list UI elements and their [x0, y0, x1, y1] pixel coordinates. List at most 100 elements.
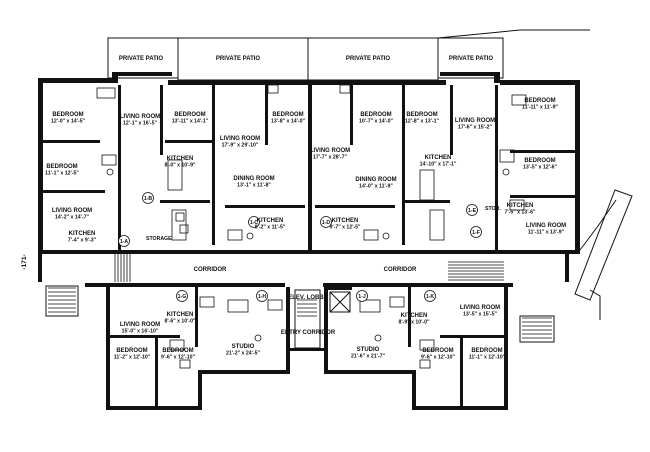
room-name: DINING ROOM	[355, 177, 396, 183]
unit-tag-circle	[320, 216, 332, 228]
patio-outlines	[107, 29, 590, 81]
room-name: BEDROOM	[524, 98, 555, 104]
room-dimensions: 12'-1" x 16'-5"	[123, 121, 157, 127]
patio-label: PRIVATE PATIO	[346, 56, 391, 62]
room-name: KITCHEN	[401, 313, 428, 319]
room-dimensions: 9'-7" x 12'-5"	[329, 225, 361, 231]
room-dimensions: 11'-2" x 12'-10"	[114, 355, 151, 361]
room-dimensions: 14'-2" x 14'-7"	[55, 215, 89, 221]
room-name: BEDROOM	[360, 112, 391, 118]
room-name: KITCHEN	[167, 156, 194, 162]
room-name: LIVING ROOM	[52, 208, 92, 214]
unit-tag-label: 1-D	[322, 220, 331, 226]
ramp	[574, 189, 633, 320]
storage-label: STOR.	[485, 206, 501, 212]
unit-tag-circle	[356, 290, 368, 302]
unit-tag-circle	[176, 290, 188, 302]
unit-tag-label: 1-A	[120, 239, 129, 245]
patio-label: PRIVATE PATIO	[119, 56, 164, 62]
room-name: LIVING ROOM	[526, 223, 566, 229]
lower-fixtures	[169, 296, 435, 369]
unit-tag-circle	[142, 192, 154, 204]
room-dimensions: 13'-5" x 15'-5"	[463, 312, 497, 318]
room-dimensions: 9'-6" x 12'-10"	[421, 355, 455, 361]
room-name: BEDROOM	[46, 164, 77, 170]
fixtures	[96, 84, 527, 241]
room-name: KITCHEN	[167, 312, 194, 318]
room-dimensions: 11'-1" x 12'-5"	[45, 171, 79, 177]
room-name: BEDROOM	[174, 112, 205, 118]
room-dimensions: 8'-6" x 10'-0"	[164, 319, 196, 325]
room-name: KITCHEN	[507, 203, 534, 209]
unit-tag-circle	[466, 204, 478, 216]
room-dimensions: 13'-8" x 14'-0"	[271, 119, 305, 125]
room-dimensions: 8'-0" x 10'-9"	[164, 163, 196, 169]
corridor-label: CORRIDOR	[194, 267, 227, 273]
exterior-walls	[38, 72, 580, 287]
room-name: BEDROOM	[116, 348, 147, 354]
room-name: BEDROOM	[52, 112, 83, 118]
room-dimensions: 7'-4" x 9'-3"	[68, 238, 97, 244]
room-dimensions: 7'-5" x 13'-6"	[504, 210, 536, 216]
patio-label: PRIVATE PATIO	[449, 56, 494, 62]
room-name: BEDROOM	[406, 112, 437, 118]
room-dimensions: 13'-1" x 11'-8"	[237, 183, 271, 189]
storage-label: STORAGE	[146, 236, 172, 242]
room-dimensions: 12'-8" x 13'-1"	[405, 119, 439, 125]
room-name: DINING ROOM	[233, 176, 274, 182]
room-dimensions: 14'-10" x 17'-1"	[420, 162, 457, 168]
room-dimensions: 12'-0" x 14'-5"	[51, 119, 85, 125]
patio-label: PRIVATE PATIO	[216, 56, 261, 62]
unit-tag-label: 1-F	[472, 230, 480, 236]
room-dimensions: 10'-7" x 14'-0"	[359, 119, 393, 125]
unit-tag-circle	[248, 216, 260, 228]
room-dimensions: 21'-2" x 24'-5"	[226, 351, 260, 357]
page-number: -171-	[21, 254, 28, 269]
unit-tag-label: 1-C	[250, 220, 259, 226]
unit-tag-circle	[256, 290, 268, 302]
room-name: KITCHEN	[332, 218, 359, 224]
room-name: BEDROOM	[272, 112, 303, 118]
corridor-label: CORRIDOR	[384, 267, 417, 273]
steps	[45, 254, 555, 343]
room-dimensions: 13'-5" x 12'-6"	[523, 165, 557, 171]
unit-tag-label: 1-J	[358, 294, 366, 300]
room-dimensions: 11'-11" x 13'-9"	[528, 230, 565, 236]
room-dimensions: 14'-0" x 11'-9"	[359, 184, 393, 190]
room-name: STUDIO	[357, 347, 380, 353]
room-name: LIVING ROOM	[120, 114, 160, 120]
room-dimensions: 8'-9" x 10'-0"	[398, 320, 430, 326]
room-dimensions: 17'-7" x 28'-7"	[313, 155, 347, 161]
room-name: BEDROOM	[471, 348, 502, 354]
room-name: BEDROOM	[422, 348, 453, 354]
unit-tag-label: 1-B	[144, 196, 153, 202]
room-dimensions: 11'-1" x 12'-10"	[469, 355, 506, 361]
unit-tag-label: 1-G	[178, 294, 187, 300]
room-name: KITCHEN	[425, 155, 452, 161]
unit-tag-circle	[118, 235, 130, 247]
unit-tag-circle	[424, 290, 436, 302]
interior-walls	[40, 80, 578, 250]
room-name: BEDROOM	[162, 348, 193, 354]
room-name: LIVING ROOM	[120, 322, 160, 328]
unit-tag-label: 1-E	[468, 208, 477, 214]
room-name: LIVING ROOM	[310, 148, 350, 154]
unit-tag-label: 1-H	[258, 294, 267, 300]
room-dimensions: 17'-6" x 15'-2"	[458, 125, 492, 131]
room-name: KITCHEN	[69, 231, 96, 237]
room-dimensions: 17'-9" x 29'-10"	[222, 143, 259, 149]
elevator-lobby-label: ELEV. LOBBY	[288, 295, 327, 301]
room-name: KITCHEN	[257, 218, 284, 224]
room-name: BEDROOM	[524, 158, 555, 164]
room-name: LIVING ROOM	[455, 118, 495, 124]
room-dimensions: 11'-11" x 11'-9"	[522, 105, 558, 111]
room-name: LIVING ROOM	[460, 305, 500, 311]
room-dimensions: 9'-2" x 11'-5"	[255, 225, 286, 231]
room-name: LIVING ROOM	[220, 136, 260, 142]
room-dimensions: 9'-6" x 12'-10"	[161, 355, 195, 361]
room-dimensions: 15'-0" x 16'-10"	[122, 329, 159, 335]
room-dimensions: 21'-6" x 21'-7"	[351, 354, 385, 360]
